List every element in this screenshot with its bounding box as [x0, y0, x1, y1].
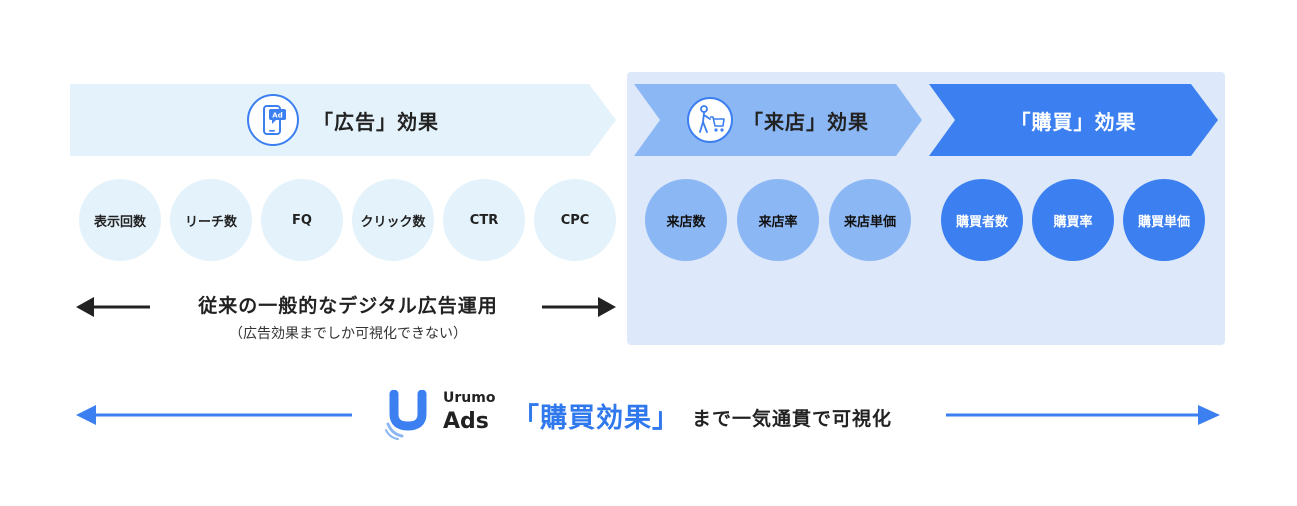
- metric-reach: リーチ数: [170, 179, 252, 261]
- ad-effect-title: 「広告」効果: [313, 109, 439, 134]
- metric-ctr: CTR: [443, 179, 525, 261]
- metric-clicks: クリック数: [352, 179, 434, 261]
- urumo-u-logo-icon: [385, 390, 427, 440]
- metric-store-unit-cost: 来店単価: [829, 179, 911, 261]
- shopper-cart-icon: [687, 97, 733, 143]
- traditional-scope-arrow: [76, 297, 616, 317]
- brand-tagline: まで一気通貫で可視化: [692, 408, 893, 430]
- traditional-subtitle: （広告効果までしか可視化できない）: [229, 326, 467, 342]
- metric-cpc: CPC: [534, 179, 616, 261]
- buy-effect-banner: 「購買」効果: [929, 84, 1218, 156]
- metric-fq: FQ: [261, 179, 343, 261]
- svg-text:Ad: Ad: [272, 112, 282, 120]
- metric-store-rate: 来店率: [737, 179, 819, 261]
- metric-store-visits: 来店数: [645, 179, 727, 261]
- metric-buy-unit-cost: 購買単価: [1123, 179, 1205, 261]
- buy-effect-title: 「購買」効果: [1010, 109, 1137, 134]
- brand-highlight: 「購買効果」: [512, 403, 680, 434]
- traditional-title: 従来の一般的なデジタル広告運用: [198, 295, 498, 317]
- metric-buyers: 購買者数: [941, 179, 1023, 261]
- metric-buy-rate: 購買率: [1032, 179, 1114, 261]
- metric-impressions: 表示回数: [79, 179, 161, 261]
- ad-effect-banner: Ad 「広告」効果: [70, 84, 616, 156]
- brand-name-urumo: Urumo: [443, 390, 496, 406]
- store-effect-banner: 「来店」効果: [634, 84, 922, 156]
- full-scope-arrow: [76, 405, 1220, 425]
- phone-ad-icon: Ad: [247, 94, 299, 146]
- brand-name-ads: Ads: [443, 409, 489, 434]
- store-effect-title: 「来店」効果: [743, 109, 869, 134]
